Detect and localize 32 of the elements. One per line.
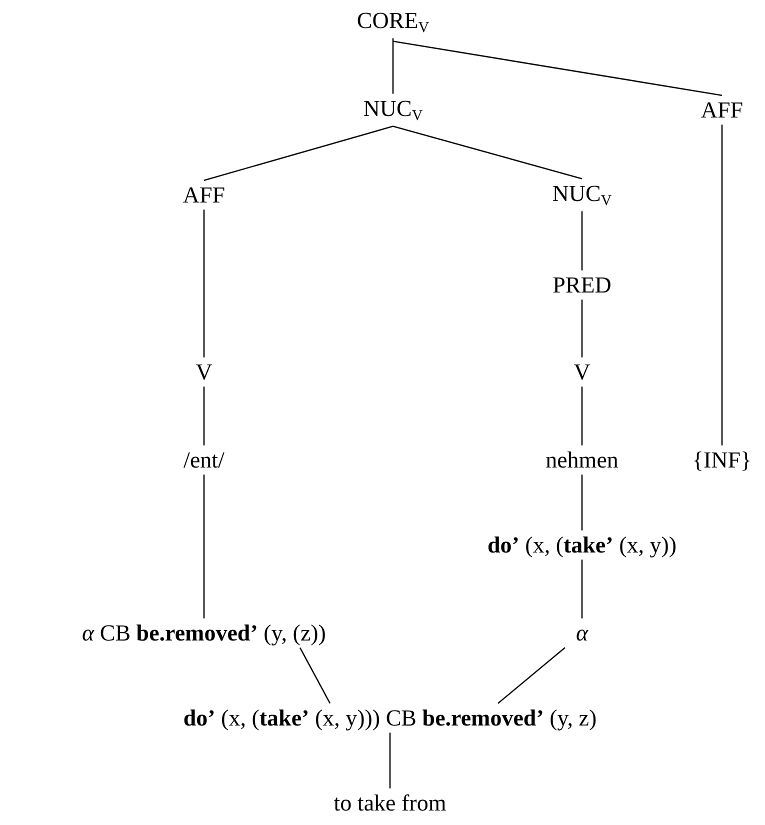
tree-branch xyxy=(299,647,331,704)
tree-branch xyxy=(392,126,582,180)
tree-branch xyxy=(203,474,205,618)
tree-branch xyxy=(389,732,391,788)
tree-branch xyxy=(392,38,394,94)
tree-node-label: α CB be.removed’ (y, (z)) xyxy=(81,618,327,648)
tree-branch xyxy=(721,124,723,446)
tree-branch xyxy=(581,211,583,270)
tree-node-label: do’ (x, (take’ (x, y))) CB be.removed’ (y, z) xyxy=(182,703,598,733)
tree-branch xyxy=(581,386,583,446)
tree-branch xyxy=(498,647,566,704)
tree-node-label: V xyxy=(572,357,592,387)
tree-node-label: PRED xyxy=(552,270,612,300)
tree-node-label: AFF xyxy=(182,180,226,210)
tree-node-label: V xyxy=(194,357,214,387)
tree-node-label: /ent/ xyxy=(182,445,226,475)
tree-branch xyxy=(204,126,394,181)
tree-node-label: NUC$_{V}$ xyxy=(551,178,613,212)
tree-node-label: CORE$_{V}$ xyxy=(356,6,430,38)
tree-node-label: do’ (x, (take’ (x, y)) xyxy=(486,530,678,560)
tree-branch xyxy=(581,474,583,530)
tree-node-label: to take from xyxy=(332,788,448,818)
tree-branch xyxy=(581,300,583,358)
tree-node-label: AFF xyxy=(700,95,744,125)
tree-node-label: {INF} xyxy=(691,445,753,475)
tree-node-label: nehmen xyxy=(544,445,620,475)
tree-branch xyxy=(581,560,583,618)
tree-branch xyxy=(203,210,205,358)
tree-node-label: α xyxy=(574,618,590,648)
tree-branch xyxy=(203,386,205,446)
tree-branch xyxy=(392,40,722,96)
tree-node-label: NUC$_{V}$ xyxy=(362,94,424,126)
